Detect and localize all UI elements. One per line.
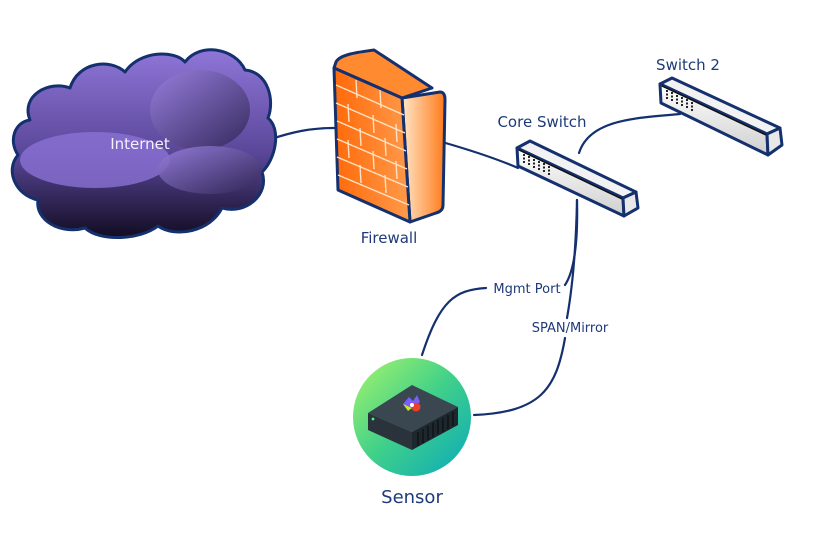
network-switch-icon: [515, 139, 640, 218]
brick-lines: [335, 79, 410, 206]
switch-ports: [523, 154, 550, 175]
switch2-label: Switch 2: [656, 56, 720, 74]
cloud-puff: [158, 146, 262, 194]
link-span-mirror: [472, 198, 579, 417]
cloud-icon: [10, 48, 278, 239]
core-switch-label: Core Switch: [497, 113, 586, 131]
status-led: [371, 417, 375, 421]
span-mirror-label: SPAN/Mirror: [532, 321, 609, 336]
vent-slots: [417, 412, 454, 446]
link-core-switch-switch2: [577, 112, 682, 155]
firewall-label: Firewall: [361, 229, 418, 247]
network-switch-icon: [658, 76, 784, 157]
cloud-puff: [150, 70, 250, 150]
firewall-node[interactable]: Firewall: [332, 48, 447, 247]
link-firewall-core-switch: [440, 140, 520, 170]
link-internet-firewall: [266, 126, 336, 142]
sensor-node[interactable]: Sensor: [353, 358, 471, 508]
switch-ports: [666, 90, 693, 111]
cloud-puff: [20, 132, 170, 188]
mgmt-port-label: Mgmt Port: [493, 282, 560, 297]
links: [266, 112, 682, 417]
internet-node[interactable]: Internet: [10, 48, 278, 239]
core-switch-node[interactable]: Core Switch: [497, 113, 640, 218]
sensor-appliance-icon: [368, 385, 458, 450]
sensor-label: Sensor: [381, 487, 443, 508]
switch2-node[interactable]: Switch 2: [656, 56, 784, 157]
internet-label: Internet: [110, 135, 170, 153]
logo-icon: [403, 395, 421, 412]
brick-wall-icon: [332, 48, 447, 224]
